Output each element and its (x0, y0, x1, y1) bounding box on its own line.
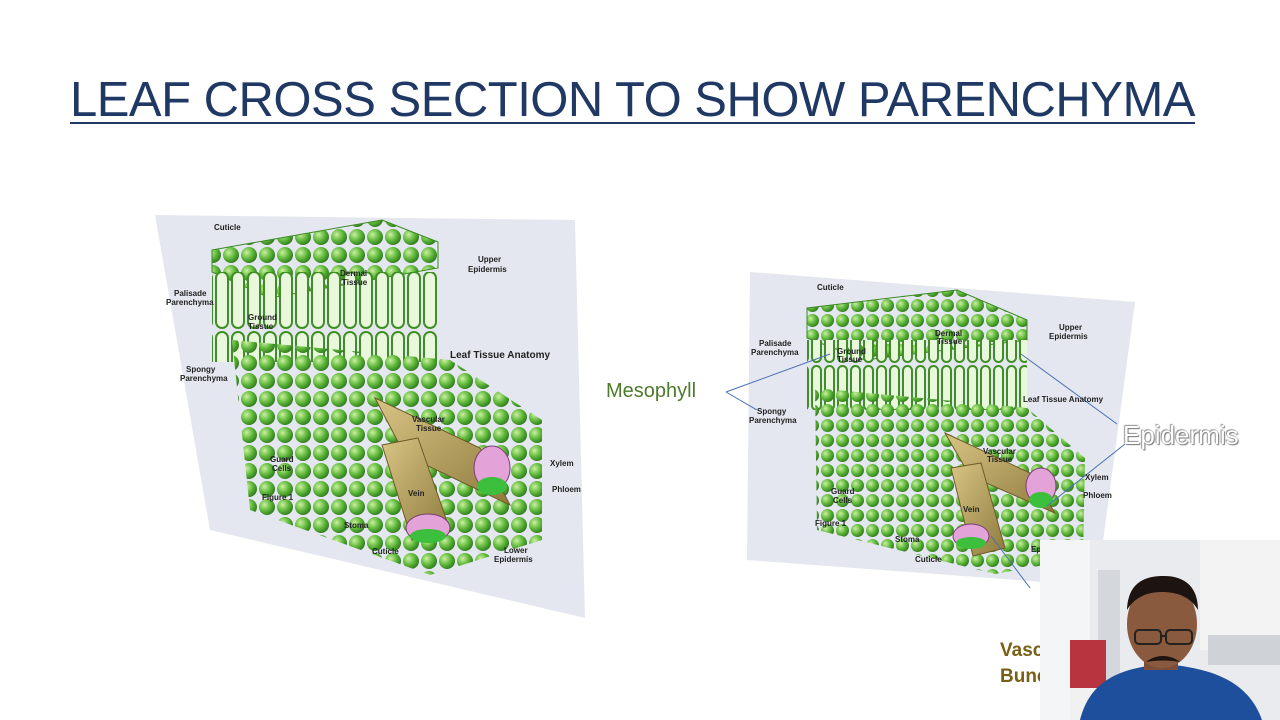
label-upper-epidermis: Upper (1059, 323, 1082, 332)
label-ground-tissue-2: Tissue (837, 355, 863, 364)
presenter-video-frame (1040, 540, 1280, 720)
label-spongy-2: Parenchyma (749, 416, 797, 425)
phloem-left (477, 477, 507, 495)
pointer-vascular (990, 535, 1031, 588)
label-guard-cells-2: Cells (833, 496, 853, 505)
label-lower-epidermis-2: Epidermis (494, 555, 533, 564)
label-dermal-tissue-2: Tissue (937, 337, 963, 346)
pointer-epidermis-1 (1020, 353, 1118, 425)
label-cuticle: Cuticle (817, 283, 844, 292)
label-lower-epidermis: Epi (1031, 545, 1043, 554)
label-vein: Vein (963, 505, 980, 514)
pointer-epidermis-2 (1046, 443, 1126, 507)
label-vein: Vein (408, 489, 425, 498)
label-vascular-2: Tissue (416, 424, 442, 433)
label-dermal-tissue: Dermal (935, 329, 962, 338)
wall-calendar (1070, 640, 1106, 688)
label-vascular: Vascular (412, 415, 445, 424)
mesophyll-annotation: Mesophyll (606, 380, 697, 402)
label-vascular-2: Tissue (987, 455, 1013, 464)
label-spongy: Spongy (757, 407, 787, 416)
presenter-head (1127, 580, 1197, 668)
label-lower-epidermis: Lower (504, 546, 528, 555)
label-phloem: Phloem (552, 485, 581, 494)
label-cuticle: Cuticle (214, 223, 241, 232)
label-palisade: Palisade (759, 339, 792, 348)
figure-label: Figure 1 (262, 493, 294, 502)
label-ground-tissue: Ground (248, 313, 277, 322)
leaf-tissue-title: Leaf Tissue Anatomy (450, 350, 550, 361)
vascular-bundle-line-2: Bunc (1000, 666, 1048, 687)
epidermis-annotation: Epidermis (1123, 420, 1239, 450)
label-cuticle-bottom: Cuticle (372, 547, 399, 556)
label-upper-epidermis: Upper (478, 255, 501, 264)
figure-label: Figure 1 (815, 519, 847, 528)
label-upper-epidermis-2: Epidermis (1049, 332, 1088, 341)
vascular-bundle-line-1: Vasc (1000, 640, 1044, 661)
label-cuticle-bottom: Cuticle (915, 555, 942, 564)
label-guard-cells: Guard (270, 455, 294, 464)
label-phloem: Phloem (1083, 491, 1112, 500)
label-upper-epidermis-2: Epidermis (468, 265, 507, 274)
label-palisade: Palisade (174, 289, 207, 298)
leaf-tissue-title: Leaf Tissue Anatomy (1023, 395, 1104, 404)
presenter-shirt (1080, 664, 1262, 720)
slide-title: LEAF CROSS SECTION TO SHOW PARENCHYMA (69, 73, 1196, 127)
label-dermal-tissue: Dermal (340, 269, 367, 278)
vascular-bundle-annotation: Vasc Bunc (1000, 638, 1048, 690)
label-palisade-2: Parenchyma (751, 348, 799, 357)
label-vascular: Vascular (983, 447, 1016, 456)
leaf-diagram-left: Cuticle Upper Epidermis Dermal Tissue Pa… (155, 215, 585, 618)
phloem-right (1029, 492, 1053, 508)
label-spongy-2: Parenchyma (180, 374, 228, 383)
leaf-diagram-right: Cuticle Upper Epidermis Dermal Tissue Pa… (747, 272, 1135, 588)
label-stoma: Stoma (344, 521, 369, 530)
spongy-layer (815, 388, 1085, 574)
mesophyll-pointers (725, 353, 831, 410)
webcam-video (1040, 540, 1280, 720)
label-xylem: Xylem (1085, 473, 1109, 482)
label-stoma: Stoma (895, 535, 920, 544)
label-palisade-2: Parenchyma (166, 298, 214, 307)
label-spongy: Spongy (186, 365, 216, 374)
label-xylem: Xylem (550, 459, 574, 468)
label-guard-cells: Guard (831, 487, 855, 496)
label-ground-tissue: Ground (837, 347, 866, 356)
label-guard-cells-2: Cells (272, 464, 292, 473)
label-dermal-tissue-2: Tissue (342, 278, 368, 287)
label-ground-tissue-2: Tissue (248, 322, 274, 331)
